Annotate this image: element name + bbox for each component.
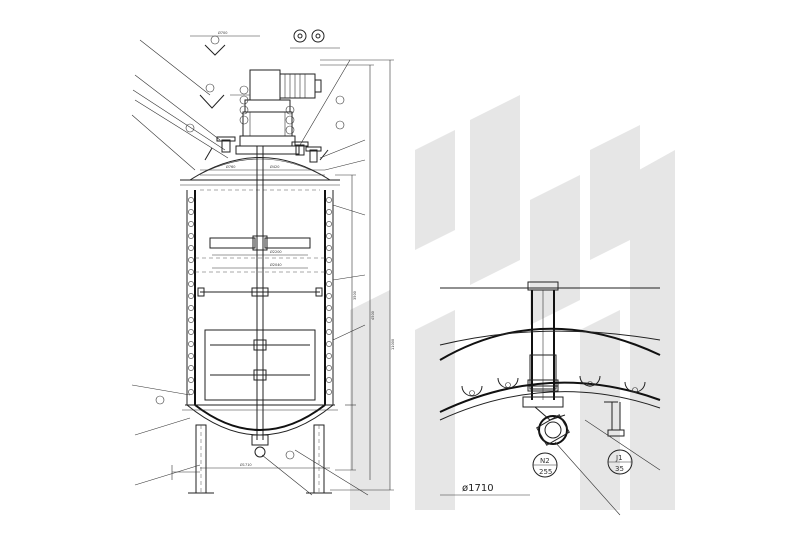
valve-handwheel [538, 415, 568, 445]
coil-right [326, 197, 332, 395]
top-detail-sketches [155, 29, 345, 460]
dim-5: 4500 [371, 311, 375, 320]
agitator [197, 146, 323, 440]
dimension-lines [171, 35, 394, 491]
dim-4: 3500 [353, 291, 357, 300]
coil-left [188, 197, 194, 395]
dim-1: Ø2200 [270, 249, 282, 254]
detail-head-curve [439, 327, 661, 361]
dim-6: 11000 [391, 339, 395, 350]
dim-2: Ø2040 [270, 262, 282, 267]
bottom-flange [522, 396, 564, 408]
dim-8: Ø420 [270, 164, 279, 169]
bottom-valve [251, 434, 269, 446]
top-head [189, 157, 331, 181]
detail-diameter: ø1710 [462, 483, 494, 494]
motor-reducer [235, 69, 322, 155]
callout-n2-bottom: 255 [539, 468, 552, 476]
callout-j1: J1 35 [607, 449, 633, 475]
reactor-left-view: Ø700 Ø2200 Ø2040 Ø1710 3500 4500 11000 Ø… [131, 29, 395, 496]
dim-3: Ø1710 [240, 462, 252, 467]
support-legs [188, 424, 332, 494]
leader-lines [131, 39, 369, 496]
head-nozzles [204, 136, 329, 163]
detail-view: ø1710 N2 255 J1 35 [439, 281, 661, 516]
callout-n2-top: N2 [540, 457, 550, 465]
dim-7: Ø760 [226, 164, 235, 169]
dimension-texts: Ø700 Ø2200 Ø2040 Ø1710 3500 4500 11000 Ø… [218, 30, 395, 467]
callout-n2: N2 255 [532, 452, 558, 478]
shell [186, 190, 334, 405]
callout-j1-bottom: 35 [615, 465, 624, 473]
callout-j1-top: J1 [615, 454, 623, 462]
dim-0: Ø700 [218, 30, 227, 35]
bottom-head [194, 404, 326, 431]
